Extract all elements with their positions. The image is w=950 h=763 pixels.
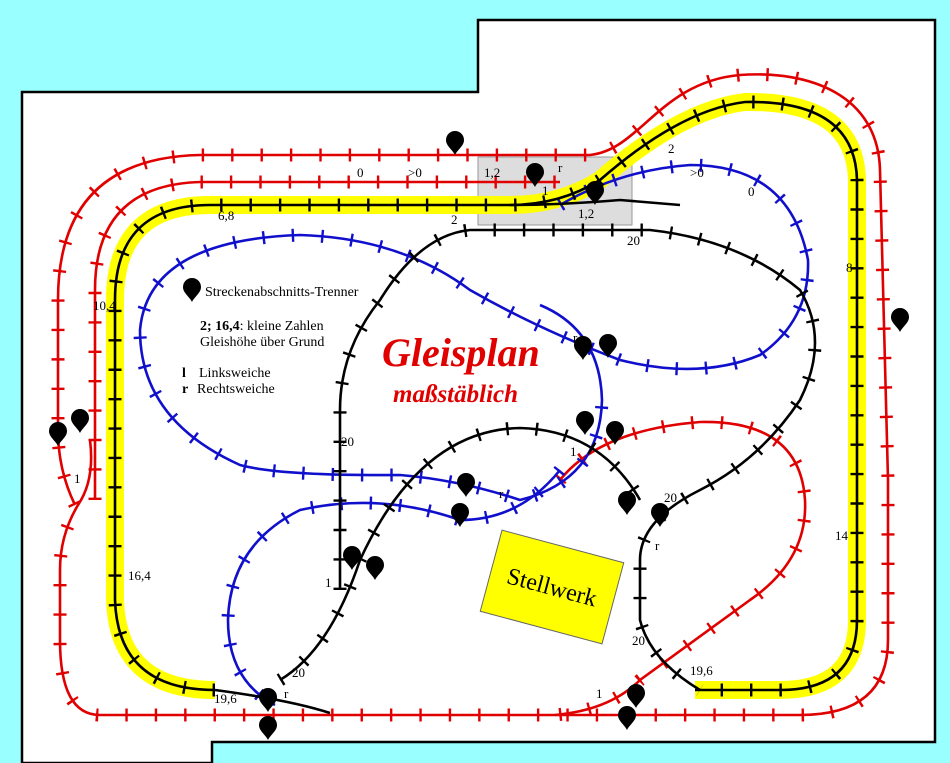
- height-label: 20: [664, 490, 677, 505]
- switch-label: r: [284, 686, 289, 701]
- height-label: 20: [292, 665, 305, 680]
- height-label: 2: [451, 212, 458, 227]
- switch-label: r: [499, 486, 504, 501]
- height-label: 1,2: [578, 206, 594, 221]
- switch-label: 1: [596, 686, 603, 701]
- legend-heights: 2; 16,4: kleine Zahlen: [200, 319, 324, 334]
- height-label: 6,8: [218, 208, 234, 223]
- legend-heights-text: : kleine Zahlen: [240, 319, 324, 334]
- legend-right-key: r: [182, 382, 188, 397]
- height-label: 10,4: [93, 298, 116, 313]
- switch-label: 1: [570, 444, 577, 459]
- legend-left-key: l: [182, 366, 186, 381]
- switch-label: r: [573, 330, 578, 345]
- height-label: 2: [668, 141, 675, 156]
- height-label: >0: [408, 165, 422, 180]
- height-label: >0: [690, 165, 704, 180]
- height-label: 14: [835, 528, 849, 543]
- control-room: Stellwerk: [479, 529, 625, 645]
- height-label: 0: [357, 165, 364, 180]
- height-label: 1,2: [484, 165, 500, 180]
- black-tracks: [108, 95, 864, 715]
- page-subtitle: maßstäblich: [393, 381, 518, 408]
- blue-tracks: [133, 158, 815, 711]
- legend-left-label: Linksweiche: [199, 366, 271, 381]
- track-labels: 0 >0 1,2 r 1 1,2 2 6,8 2 >0 0 20 8 10,4 …: [74, 141, 853, 706]
- height-label: 20: [632, 633, 645, 648]
- legend-right-label: Rechtsweiche: [197, 382, 275, 397]
- height-label: 16,4: [128, 568, 151, 583]
- switch-label: 1: [325, 575, 332, 590]
- switch-label: 1: [542, 183, 549, 198]
- height-label: 20: [341, 434, 354, 449]
- legend-heights-bold: 2; 16,4: [200, 319, 240, 334]
- legend-separator: Streckenabschnitts-Trenner: [205, 285, 359, 300]
- switch-label: 1: [74, 471, 81, 486]
- switch-label: r: [655, 538, 660, 553]
- height-label: 0: [748, 184, 755, 199]
- legend: Streckenabschnitts-Trenner 2; 16,4: klei…: [182, 278, 359, 397]
- height-label: 8: [846, 260, 853, 275]
- height-label: 19,6: [214, 691, 237, 706]
- legend-heights-text2: Gleishöhe über Grund: [200, 335, 324, 350]
- page-title: Gleisplan: [382, 330, 540, 375]
- switch-label: r: [558, 160, 563, 175]
- height-label: 20: [627, 233, 640, 248]
- height-label: 19,6: [690, 663, 713, 678]
